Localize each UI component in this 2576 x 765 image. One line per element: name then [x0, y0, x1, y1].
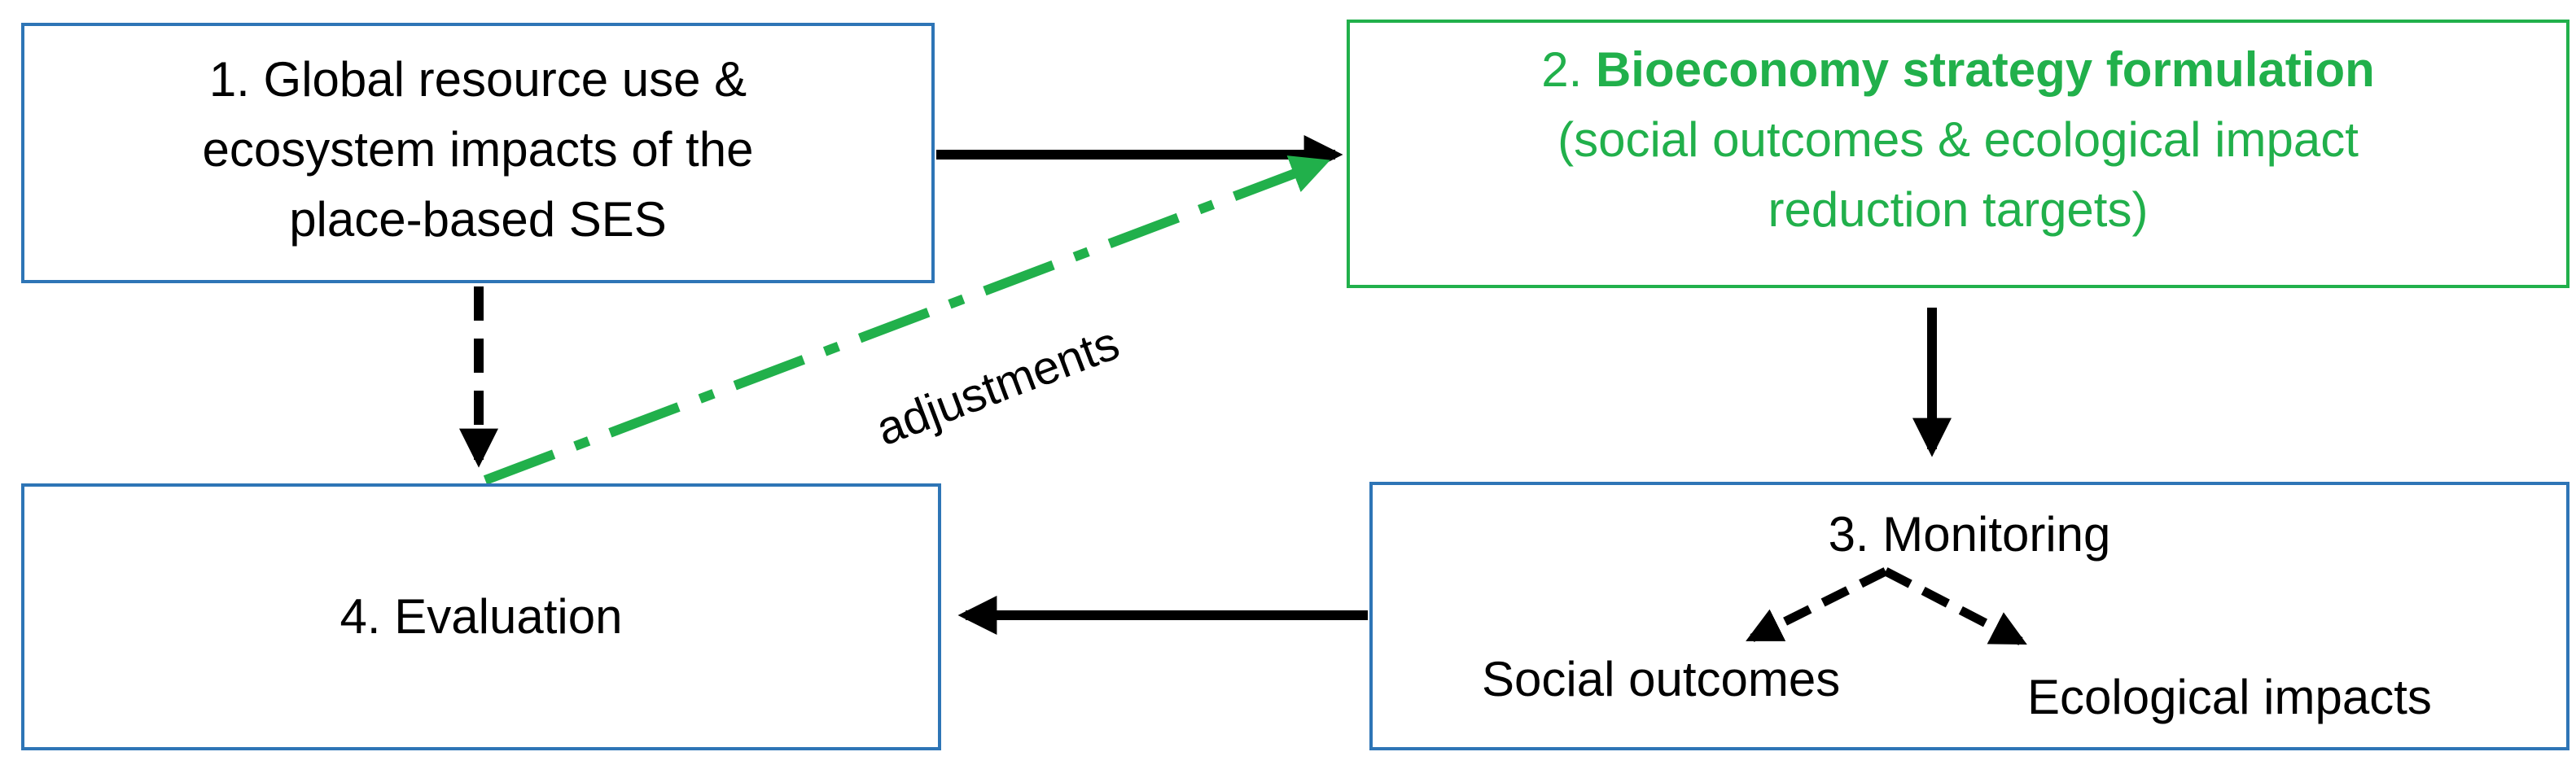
- step-4-title: 4. Evaluation: [340, 589, 623, 644]
- step-2-title: Bioeconomy strategy formulation: [1595, 42, 2375, 97]
- social-outcomes-label: Social outcomes: [1482, 652, 1841, 706]
- step-4-box: 4. Evaluation: [21, 483, 941, 750]
- arrow-to-ecological-impacts: [1883, 567, 2027, 645]
- step-3-title: 3. Monitoring: [1828, 507, 2111, 562]
- step-3-box: 3. Monitoring Social outcomes Ecological…: [1369, 482, 2569, 750]
- step-1-line-2: ecosystem impacts of the: [202, 122, 754, 177]
- adjustments-label: adjustments: [870, 317, 1127, 456]
- ecological-impacts-label: Ecological impacts: [2027, 670, 2432, 724]
- step-2-box: 2. Bioeconomy strategy formulation (soci…: [1347, 20, 2569, 288]
- step-2-line-1: (social outcomes & ecological impact: [1557, 112, 2359, 167]
- monitoring-branch-arrows: [1746, 567, 2027, 645]
- step-2-heading: 2. Bioeconomy strategy formulation: [1541, 35, 2375, 105]
- step-1-box: 1. Global resource use & ecosystem impac…: [21, 23, 935, 283]
- arrow-to-social-outcomes: [1746, 567, 1888, 642]
- step-2-number: 2.: [1541, 42, 1596, 97]
- step-2-line-2: reduction targets): [1768, 182, 2149, 237]
- step-1-line-3: place-based SES: [289, 192, 667, 247]
- step-1-line-1: 1. Global resource use &: [208, 52, 747, 107]
